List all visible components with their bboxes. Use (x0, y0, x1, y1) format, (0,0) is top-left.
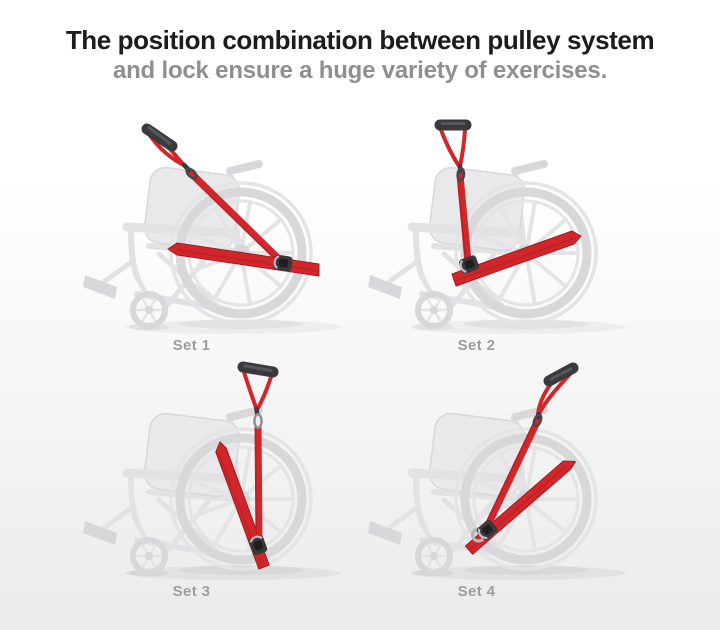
set-4-illustration (368, 362, 638, 591)
strap-lock (271, 253, 294, 273)
set-3-label: Set 3 (172, 583, 211, 600)
page-title-line1: The position combination between pulley … (65, 25, 655, 55)
set-2-panel: Set 2 (368, 113, 638, 355)
header: The position combination between pulley … (0, 0, 720, 86)
set-3-illustration (83, 361, 353, 591)
carabiner-icon (184, 167, 198, 180)
wheelchair-silhouette (83, 410, 341, 580)
pull-handle (434, 119, 471, 182)
resistance-band (456, 171, 471, 266)
set-2-label: Set 2 (457, 337, 496, 354)
page-title-line2: and lock ensure a huge variety of exerci… (112, 57, 608, 84)
carabiner-icon (455, 167, 465, 182)
set-1-panel: Set 1 (83, 113, 353, 355)
resistance-band (254, 421, 262, 544)
set-2-illustration (368, 119, 638, 345)
pull-handle (532, 362, 578, 428)
carabiner-icon (532, 413, 542, 428)
wheelchair-silhouette (368, 164, 626, 334)
pull-handle (237, 361, 278, 430)
resistance-band (186, 168, 284, 265)
set-4-panel: Set 4 (368, 359, 638, 601)
wheel-strap (451, 230, 581, 287)
sets-grid: Set 1 (83, 113, 638, 601)
wheelchair-silhouette (368, 410, 626, 580)
set-1-illustration (83, 123, 353, 345)
set-1-label: Set 1 (172, 337, 211, 354)
set-4-label: Set 4 (457, 583, 496, 600)
resistance-band (484, 416, 541, 529)
set-3-panel: Set 3 (83, 359, 353, 601)
carabiner-icon (252, 412, 263, 430)
pull-handle (141, 123, 198, 180)
